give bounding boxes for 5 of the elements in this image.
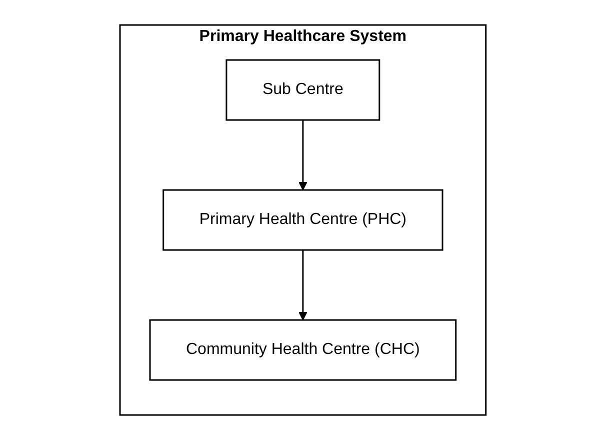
node-box: Community Health Centre (CHC) [148,318,456,380]
node-box: Sub Centre [225,58,380,120]
node-box: Primary Health Centre (PHC) [162,188,443,250]
arrow [298,120,307,190]
arrow [298,250,307,320]
